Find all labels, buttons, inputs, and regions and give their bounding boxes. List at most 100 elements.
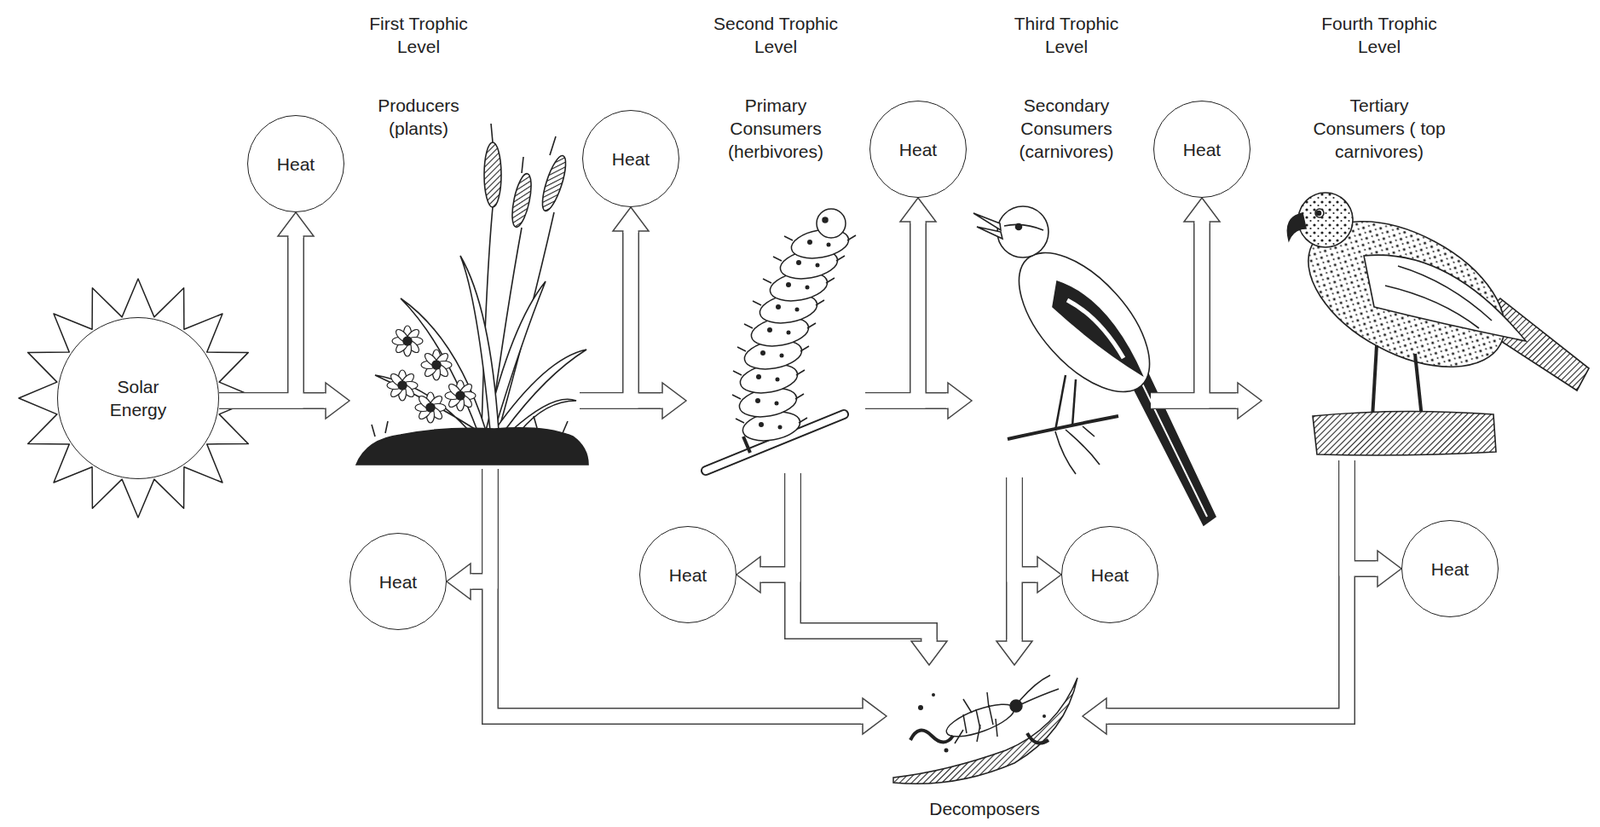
caterpillar-drawing — [816, 208, 846, 238]
arrowhead — [911, 219, 926, 224]
songbird-drawing — [976, 226, 1003, 239]
caterpillar-drawing — [807, 239, 813, 245]
heat-label: Heat — [277, 152, 315, 176]
caterpillar-drawing — [774, 401, 780, 406]
caterpillar-drawing — [786, 330, 792, 336]
energy-arrow — [579, 392, 663, 410]
level-heading: Fourth Trophic Level — [1311, 11, 1448, 58]
caterpillar-drawing — [767, 327, 773, 333]
hawk-drawing — [1363, 254, 1526, 341]
decomposers-drawing — [918, 704, 924, 711]
decomposers-drawing — [1027, 733, 1049, 744]
arrow-outline — [219, 221, 1378, 717]
plants-drawing — [415, 392, 446, 423]
energy-arrow — [579, 393, 663, 409]
decomposers-drawing — [942, 697, 1018, 743]
hawk-drawing — [1385, 265, 1492, 329]
plants-drawing — [511, 398, 577, 432]
arrowhead — [996, 641, 1033, 665]
hawk-drawing — [1312, 410, 1497, 456]
trophic-level: Third Trophic LevelSecondary Consumers (… — [971, 8, 1151, 478]
hawk-drawing — [1415, 353, 1422, 418]
plants-drawing — [484, 142, 502, 208]
plants-drawing — [371, 415, 568, 437]
decomposers-drawing — [910, 730, 954, 743]
energy-arrow — [219, 392, 326, 410]
level-role: Tertiary Consumers ( top carnivores) — [1311, 93, 1448, 163]
heat-circle: Heat — [582, 109, 680, 208]
heat-circle: Heat — [247, 115, 345, 213]
arrowhead — [757, 567, 763, 583]
energy-arrow — [792, 473, 930, 642]
plants-drawing — [421, 349, 452, 381]
hawk-drawing — [1287, 213, 1306, 241]
arrowhead — [1375, 561, 1381, 577]
arrowhead — [1184, 197, 1220, 222]
songbird-drawing — [1072, 379, 1076, 427]
heat-label: Heat — [1183, 138, 1221, 162]
arrowhead — [736, 556, 761, 593]
heat-circle: Heat — [1401, 519, 1499, 618]
heading-stack: First Trophic LevelProducers (plants) — [350, 11, 487, 140]
arrowhead — [946, 393, 951, 409]
decomposers-group: Decomposers — [886, 664, 1083, 824]
energy-arrow — [792, 473, 930, 642]
arrowhead — [1007, 639, 1023, 644]
energy-arrow — [865, 221, 919, 401]
trophic-level: Fourth Trophic LevelTertiary Consumers (… — [1261, 8, 1501, 461]
decomposers-drawing — [954, 692, 998, 744]
songbird-drawing — [1055, 375, 1066, 431]
decomposers-drawing — [963, 704, 994, 734]
arrowhead — [325, 382, 350, 419]
plants-drawing — [490, 123, 556, 174]
plants-drawing — [537, 153, 571, 214]
arrowhead — [660, 393, 665, 409]
decomposers-drawing — [1010, 699, 1023, 712]
plants-drawing — [356, 427, 589, 465]
level-heading: First Trophic Level — [350, 11, 487, 58]
energy-arrow — [219, 236, 296, 401]
caterpillar-drawing — [760, 350, 766, 356]
heat-circle: Heat — [1153, 100, 1251, 198]
heat-circle: Heat — [349, 532, 447, 630]
level-role: Primary Consumers (herbivores) — [707, 93, 844, 163]
energy-arrow — [1007, 477, 1023, 642]
arrowhead — [277, 212, 314, 237]
plants-drawing — [387, 369, 418, 401]
arrowhead — [1082, 698, 1107, 734]
heat-label: Heat — [669, 563, 707, 587]
heading-stack: Third Trophic LevelSecondary Consumers (… — [998, 11, 1135, 163]
energy-arrow — [579, 231, 631, 401]
hawk-drawing — [1316, 211, 1322, 216]
plants-drawing — [392, 325, 423, 357]
energy-arrow — [490, 468, 863, 717]
caterpillar-drawing — [775, 377, 780, 382]
energy-arrow — [1150, 393, 1238, 409]
caterpillar-drawing — [778, 425, 783, 430]
level-role: Secondary Consumers (carnivores) — [998, 93, 1135, 163]
energy-arrow — [490, 468, 863, 717]
decomposers-drawing — [931, 693, 936, 697]
caterpillar-drawing — [705, 208, 856, 471]
arrowhead — [1377, 550, 1402, 587]
arrowhead — [623, 228, 639, 233]
decomposers-label: Decomposers — [929, 797, 1040, 821]
heading-stack: Fourth Trophic LevelTertiary Consumers (… — [1311, 11, 1448, 163]
energy-arrow — [219, 236, 296, 401]
arrowhead — [446, 563, 471, 600]
energy-arrow — [1150, 221, 1202, 401]
plants-drawing — [400, 298, 486, 431]
arrowhead — [1236, 393, 1241, 409]
heading-stack: Second Trophic LevelPrimary Consumers (h… — [707, 11, 844, 163]
decomposers-drawing — [893, 675, 1078, 784]
arrowheads — [277, 197, 1402, 734]
caterpillar-drawing — [755, 239, 832, 430]
caterpillar-drawing — [815, 263, 821, 268]
songbird-drawing — [1055, 426, 1100, 474]
heat-label: Heat — [1431, 557, 1469, 581]
decomposers-drawing — [944, 748, 949, 753]
heat-label: Heat — [379, 570, 417, 594]
trophic-level: Second Trophic LevelPrimary Consumers (h… — [686, 8, 866, 474]
hawk-drawing — [1315, 208, 1324, 218]
